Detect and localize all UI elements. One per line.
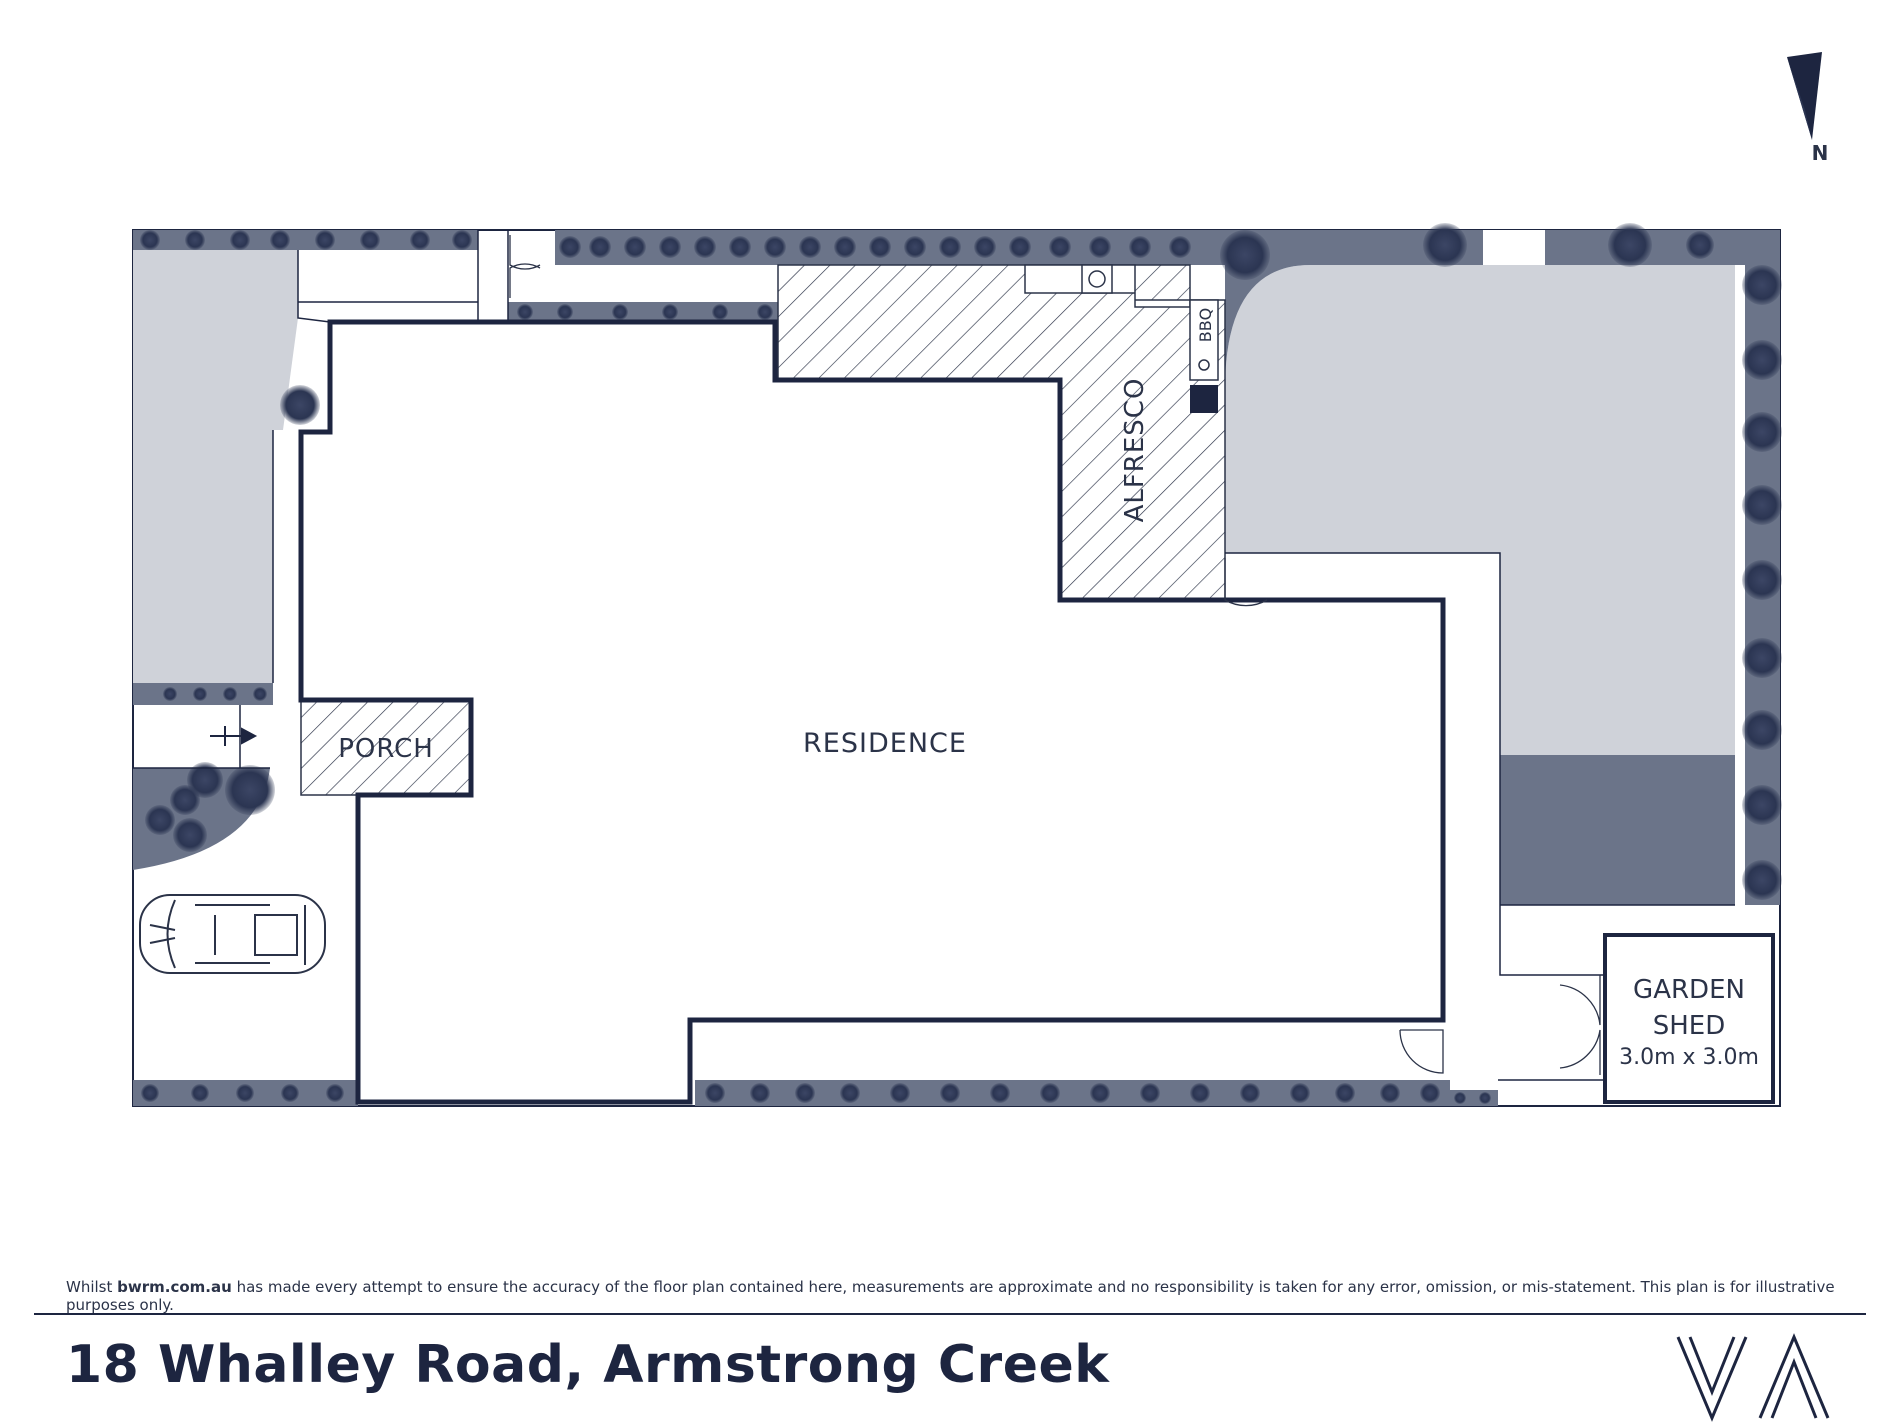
paving-rear bbox=[1500, 755, 1735, 905]
room-label-alfresco: ALFRESCO bbox=[1120, 378, 1150, 523]
room-size-garden-shed: 3.0m x 3.0m bbox=[1619, 1045, 1759, 1070]
bbq-label: BBQ bbox=[1196, 308, 1215, 343]
room-label-garden-shed-1: GARDEN bbox=[1633, 975, 1745, 1005]
garden-shed bbox=[1603, 933, 1775, 1104]
bbq-dark-block bbox=[1190, 385, 1218, 413]
entry-arrow-icon bbox=[210, 726, 258, 746]
side-path-left bbox=[297, 250, 331, 323]
disclaimer-text: Whilst bwrm.com.au has made every attemp… bbox=[66, 1278, 1856, 1314]
lawn-rear bbox=[1225, 265, 1735, 755]
va-logo-icon bbox=[1676, 1333, 1830, 1422]
porch-outline bbox=[301, 697, 474, 798]
north-arrow-icon bbox=[1787, 52, 1822, 140]
doors bbox=[509, 235, 1601, 1075]
compass-label: N bbox=[1812, 141, 1829, 165]
footer-divider bbox=[34, 1313, 1866, 1315]
lawn-left bbox=[133, 248, 273, 683]
property-address: 18 Whalley Road, Armstrong Creek bbox=[66, 1335, 1110, 1395]
hedge-top-inner bbox=[508, 302, 778, 322]
room-label-porch: PORCH bbox=[338, 734, 434, 764]
hedge-top-left bbox=[133, 230, 478, 250]
disclaimer-post: has made every attempt to ensure the acc… bbox=[66, 1278, 1835, 1314]
gap-rear bbox=[1483, 230, 1545, 265]
lawn-left-strip bbox=[273, 248, 298, 430]
residence-walls bbox=[298, 319, 1446, 1105]
room-label-residence: RESIDENCE bbox=[803, 728, 967, 759]
hedge-bottom-right bbox=[695, 1080, 1450, 1106]
path-right-upper bbox=[1225, 552, 1605, 976]
room-label-garden-shed-2: SHED bbox=[1653, 1011, 1726, 1041]
car-icon bbox=[139, 894, 326, 974]
shrub-group bbox=[140, 223, 1782, 1104]
disclaimer-site: bwrm.com.au bbox=[117, 1278, 232, 1296]
disclaimer-pre: Whilst bbox=[66, 1278, 118, 1296]
sink-bowl-icon bbox=[1088, 270, 1106, 288]
bbq-unit bbox=[1189, 299, 1219, 381]
sink-icon bbox=[1081, 264, 1113, 294]
bbq-burner-icon bbox=[1198, 359, 1210, 371]
